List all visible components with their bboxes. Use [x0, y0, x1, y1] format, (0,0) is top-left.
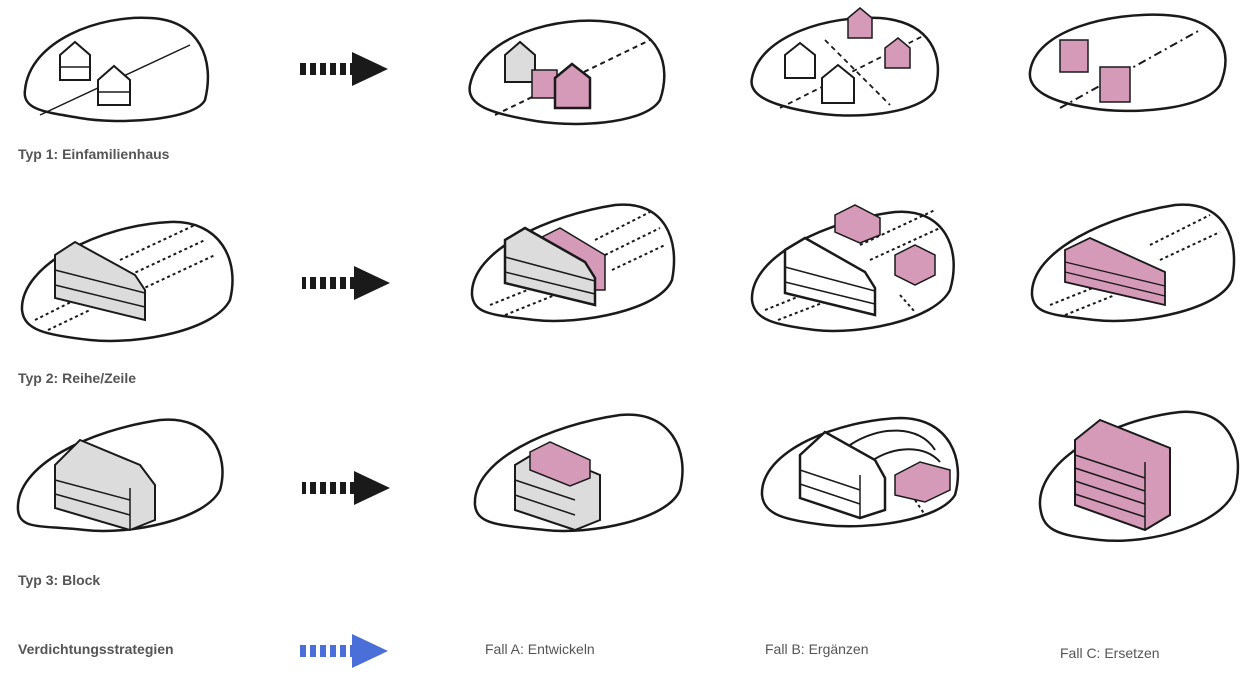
- row2-case-a: [470, 203, 676, 323]
- row1-case-b: [750, 7, 940, 117]
- row2-type-plot: [20, 220, 234, 343]
- row3-case-b: [760, 416, 960, 528]
- row3-arrow: [302, 471, 390, 505]
- legend-label: Verdichtungsstrategien: [18, 641, 174, 657]
- legend-arrow: [300, 634, 388, 668]
- row1-type-plot: [23, 16, 210, 123]
- row3-case-a: [473, 413, 684, 533]
- house-icon: [97, 64, 131, 106]
- row3-label: Typ 3: Block: [18, 572, 101, 588]
- house-icon: [59, 40, 91, 81]
- row2-arrow: [302, 266, 390, 300]
- row1-case-a: [468, 19, 666, 126]
- row1-case-c: [1028, 13, 1227, 113]
- row2-label: Typ 2: Reihe/Zeile: [18, 370, 136, 386]
- row1-arrow: [300, 52, 388, 86]
- row2-case-c: [1030, 203, 1236, 323]
- case-a-label: Fall A: Entwickeln: [485, 641, 595, 657]
- row3-type-plot: [16, 418, 224, 533]
- row1-label: Typ 1: Einfamilienhaus: [18, 146, 170, 162]
- case-c-label: Fall C: Ersetzen: [1060, 645, 1160, 661]
- case-b-label: Fall B: Ergänzen: [765, 641, 869, 657]
- row3-case-c: [1038, 410, 1240, 542]
- row2-case-b: [750, 204, 955, 333]
